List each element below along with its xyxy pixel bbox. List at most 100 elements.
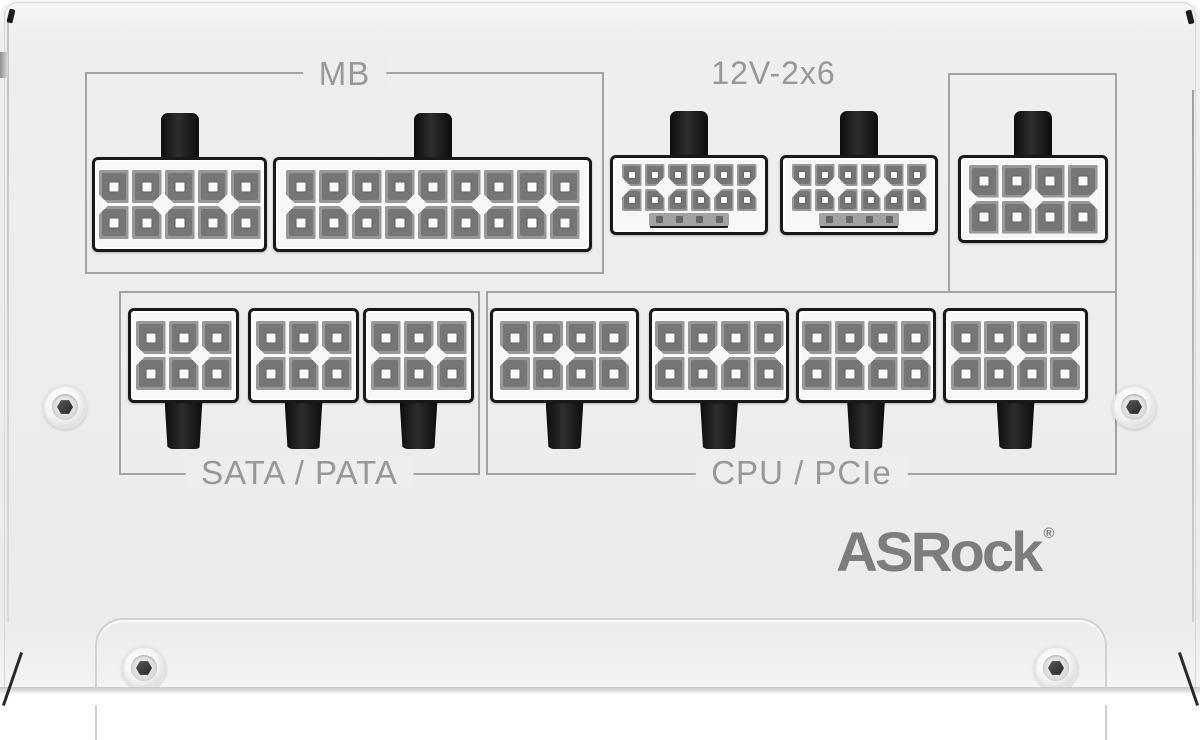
connector-latch-clip [160, 113, 199, 161]
pin-socket [321, 357, 352, 390]
pin-socket [835, 357, 865, 390]
sense-pin [845, 216, 853, 223]
connector-latch-clip [545, 399, 584, 449]
pin-socket [451, 206, 481, 239]
pin-grid [654, 321, 784, 390]
pin-socket [132, 206, 162, 239]
pin-socket [792, 164, 812, 186]
pin-socket [533, 357, 563, 390]
pin-socket [721, 321, 751, 354]
pin-socket [868, 321, 898, 354]
pin-socket [417, 206, 448, 239]
cpu-pcie-connector-1 [490, 308, 639, 449]
pin-socket [550, 170, 580, 203]
pin-socket [1035, 165, 1065, 198]
pin-socket [566, 321, 596, 354]
connector-latch-clip [670, 111, 708, 159]
pin-socket [645, 164, 665, 186]
pin-socket [667, 189, 688, 211]
sense-pin [715, 216, 723, 223]
pin-socket [370, 357, 401, 390]
connector-housing [610, 155, 768, 235]
connector-latch-clip [413, 113, 452, 161]
connector-housing [92, 157, 267, 252]
panel-left-seam [7, 22, 9, 622]
pin-socket [437, 321, 467, 354]
pin-grid [285, 170, 580, 239]
pin-socket [202, 321, 232, 354]
pin-socket [418, 170, 448, 203]
pin-socket [901, 321, 931, 354]
pin-socket [231, 170, 261, 203]
pin-socket [289, 357, 319, 390]
pin-socket [165, 170, 195, 203]
pin-socket [385, 170, 415, 203]
pin-socket [688, 357, 718, 390]
pin-socket [451, 170, 481, 203]
sata-pata-connector-2 [248, 308, 359, 449]
pin-grid [370, 321, 467, 390]
pin-socket [654, 357, 685, 390]
pin-socket [714, 164, 734, 186]
pin-socket [517, 206, 547, 239]
cpu-pcie-connector-3 [796, 308, 936, 449]
pin-socket [319, 170, 349, 203]
corner-mark-top-left [6, 8, 16, 24]
connector-housing [128, 308, 239, 403]
connector-housing [958, 155, 1108, 243]
left-edge-notch [0, 52, 8, 78]
pin-socket [969, 165, 999, 198]
sense-pin [655, 216, 663, 223]
mb-zone-label: MB [302, 57, 387, 90]
connector-housing [273, 157, 592, 252]
pin-socket [645, 189, 665, 211]
pin-socket [907, 164, 927, 186]
pin-socket [533, 321, 563, 354]
sense-pin [675, 216, 683, 223]
pin-socket [1068, 201, 1098, 234]
pin-socket [599, 321, 629, 354]
cpu-pcie-zone-outline: CPU / PCIe [486, 291, 1117, 489]
pin-socket [737, 164, 757, 186]
pin-socket [815, 164, 835, 186]
pin-socket [835, 321, 865, 354]
connector-housing [363, 308, 474, 403]
pin-socket [483, 206, 514, 239]
pin-socket [169, 321, 199, 354]
screw [122, 646, 166, 690]
pin-socket [256, 321, 286, 354]
sense-pin [885, 216, 893, 223]
pin-socket [169, 357, 199, 390]
pin-socket [861, 164, 881, 186]
connector-housing [248, 308, 359, 403]
pin-socket [517, 170, 547, 203]
sata-pata-connector-3 [363, 308, 474, 449]
pin-socket [837, 189, 858, 211]
pin-socket [951, 321, 981, 354]
psu-panel: MB 12V-2x6 SATA / PATA CPU / PCIe ASRock… [0, 0, 1200, 705]
pin-socket [867, 357, 898, 390]
pin-grid [135, 321, 232, 390]
pin-socket [500, 357, 530, 390]
sense-pin [825, 216, 833, 223]
screw [1034, 646, 1078, 690]
pin-socket [984, 321, 1014, 354]
connector-latch-clip [284, 399, 323, 449]
pin-socket [968, 200, 999, 234]
screw [43, 385, 87, 429]
pin-socket [883, 189, 904, 211]
pin-socket [791, 189, 812, 211]
pin-grid [951, 321, 1080, 390]
pin-socket [802, 321, 832, 354]
pin-socket [319, 206, 349, 239]
pin-socket [622, 164, 642, 186]
pin-socket [713, 189, 734, 211]
pin-socket [132, 170, 162, 203]
pin-socket [285, 206, 316, 239]
pin-socket [322, 321, 352, 354]
pin-socket [1002, 201, 1032, 234]
sense-pin-strip [819, 213, 899, 226]
connector-housing [943, 308, 1088, 403]
pin-socket [484, 170, 514, 203]
pin-socket [99, 170, 129, 203]
